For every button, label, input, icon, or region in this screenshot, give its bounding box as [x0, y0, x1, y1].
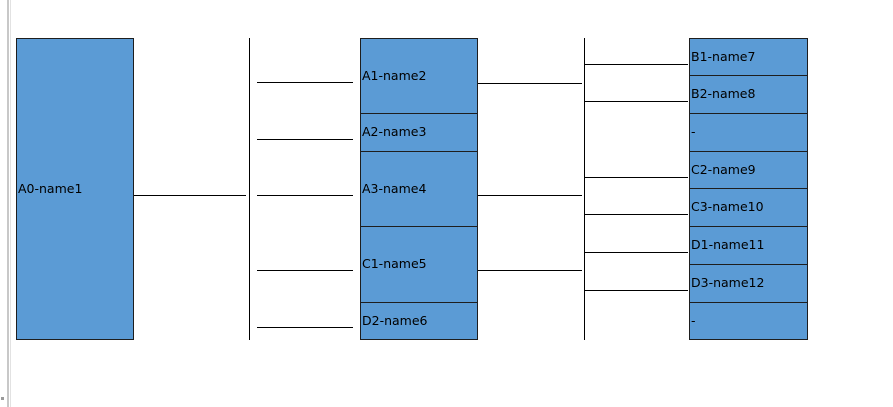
frame-border-shadow [10, 0, 11, 407]
node-b2-name8[interactable]: B2-name8 [689, 75, 808, 114]
connector-root-out [134, 195, 246, 196]
connector-bus-2 [584, 38, 585, 340]
node-a1-name2[interactable]: A1-name2 [360, 38, 478, 114]
node-c2-name9[interactable]: C2-name9 [689, 151, 808, 189]
connector-a3-out [478, 195, 582, 196]
frame-border-line [7, 0, 9, 407]
resize-grip-icon[interactable] [1, 397, 4, 400]
connector-level1-4 [257, 270, 353, 271]
node-c1-name5[interactable]: C1-name5 [360, 226, 478, 303]
node-a3-name4[interactable]: A3-name4 [360, 151, 478, 227]
connector-level2-4 [584, 214, 688, 215]
node-placeholder-1[interactable]: - [689, 113, 808, 152]
connector-level1-5 [257, 327, 353, 328]
node-a0-name1[interactable]: A0-name1 [16, 38, 134, 340]
connector-level1-3 [257, 195, 353, 196]
connector-a1-out [478, 83, 582, 84]
connector-c1-out [478, 270, 582, 271]
left-frame-edge [0, 0, 11, 407]
connector-level2-6 [584, 290, 688, 291]
node-d3-name12[interactable]: D3-name12 [689, 264, 808, 303]
connector-level2-3 [584, 177, 688, 178]
node-a2-name3[interactable]: A2-name3 [360, 113, 478, 152]
connector-level1-2 [257, 139, 353, 140]
node-d2-name6[interactable]: D2-name6 [360, 302, 478, 340]
connector-level1-1 [257, 82, 353, 83]
node-c3-name10[interactable]: C3-name10 [689, 188, 808, 227]
connector-level2-5 [584, 252, 688, 253]
node-b1-name7[interactable]: B1-name7 [689, 38, 808, 76]
connector-level2-1 [584, 64, 688, 65]
node-placeholder-2[interactable]: - [689, 302, 808, 340]
connector-bus-1 [249, 38, 250, 340]
node-d1-name11[interactable]: D1-name11 [689, 226, 808, 265]
connector-level2-2 [584, 101, 688, 102]
